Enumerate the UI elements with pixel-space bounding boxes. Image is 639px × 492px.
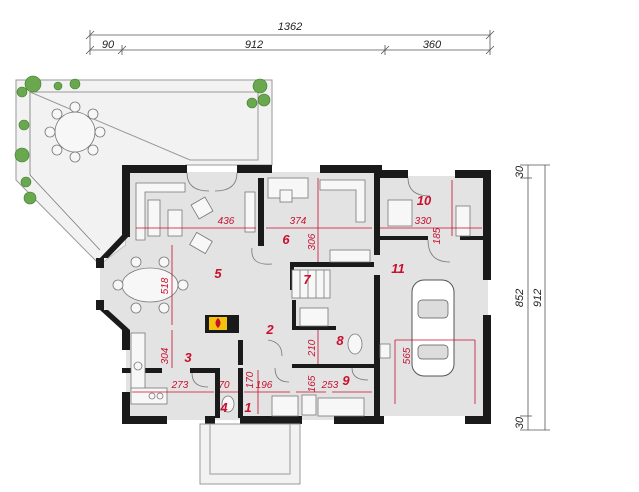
right-dimension-chain: 30 852 30 912 bbox=[514, 164, 550, 431]
dim-segment-right: 360 bbox=[423, 39, 442, 51]
dim-304: 304 bbox=[160, 347, 171, 364]
dim-segment-middle: 912 bbox=[245, 39, 263, 51]
dim-segment-left: 90 bbox=[102, 39, 115, 51]
door-swings bbox=[186, 172, 451, 388]
fireplace-icon bbox=[209, 317, 227, 330]
dim-210: 210 bbox=[307, 339, 318, 357]
car-icon bbox=[411, 279, 455, 377]
interior-dimension-values: 436 374 306 330 185 518 304 273 70 196 1… bbox=[160, 216, 443, 392]
dining-table-icon bbox=[44, 101, 106, 163]
dim-330: 330 bbox=[415, 216, 432, 227]
room-number-6: 6 bbox=[282, 232, 290, 247]
room-number-11: 11 bbox=[391, 261, 405, 276]
room-number-4: 4 bbox=[219, 400, 228, 415]
dim-565: 565 bbox=[402, 347, 413, 364]
top-dimension-chain: 1362 90 912 360 bbox=[85, 21, 495, 55]
furniture bbox=[112, 177, 471, 485]
dim-273: 273 bbox=[171, 380, 189, 391]
dim-right-top: 30 bbox=[514, 165, 526, 178]
dim-total-width: 1362 bbox=[278, 21, 302, 33]
room-number-10: 10 bbox=[417, 193, 432, 208]
dim-right-middle: 852 bbox=[514, 289, 526, 307]
room-number-9: 9 bbox=[342, 373, 350, 388]
dim-436: 436 bbox=[218, 216, 235, 227]
dim-70: 70 bbox=[218, 380, 230, 391]
room-number-5: 5 bbox=[214, 266, 222, 281]
room-number-2: 2 bbox=[265, 322, 274, 337]
dim-306: 306 bbox=[307, 233, 318, 250]
plant-icon bbox=[14, 75, 271, 205]
dim-165: 165 bbox=[307, 375, 318, 392]
room-number-7: 7 bbox=[303, 272, 311, 287]
dim-196: 196 bbox=[256, 380, 273, 391]
room-numbers: 1 2 3 4 5 6 7 8 9 10 11 bbox=[184, 193, 432, 415]
dim-374: 374 bbox=[290, 216, 307, 227]
room-number-1: 1 bbox=[244, 400, 251, 415]
room-number-3: 3 bbox=[184, 350, 192, 365]
dim-518: 518 bbox=[160, 277, 171, 294]
dim-right-total: 912 bbox=[532, 289, 544, 307]
dim-253: 253 bbox=[321, 380, 339, 391]
dim-right-bottom: 30 bbox=[514, 416, 526, 429]
walls bbox=[96, 165, 491, 424]
dim-185: 185 bbox=[432, 227, 443, 244]
room-number-8: 8 bbox=[336, 333, 344, 348]
dim-170: 170 bbox=[245, 371, 256, 388]
interior-dimension-lines bbox=[132, 178, 482, 414]
